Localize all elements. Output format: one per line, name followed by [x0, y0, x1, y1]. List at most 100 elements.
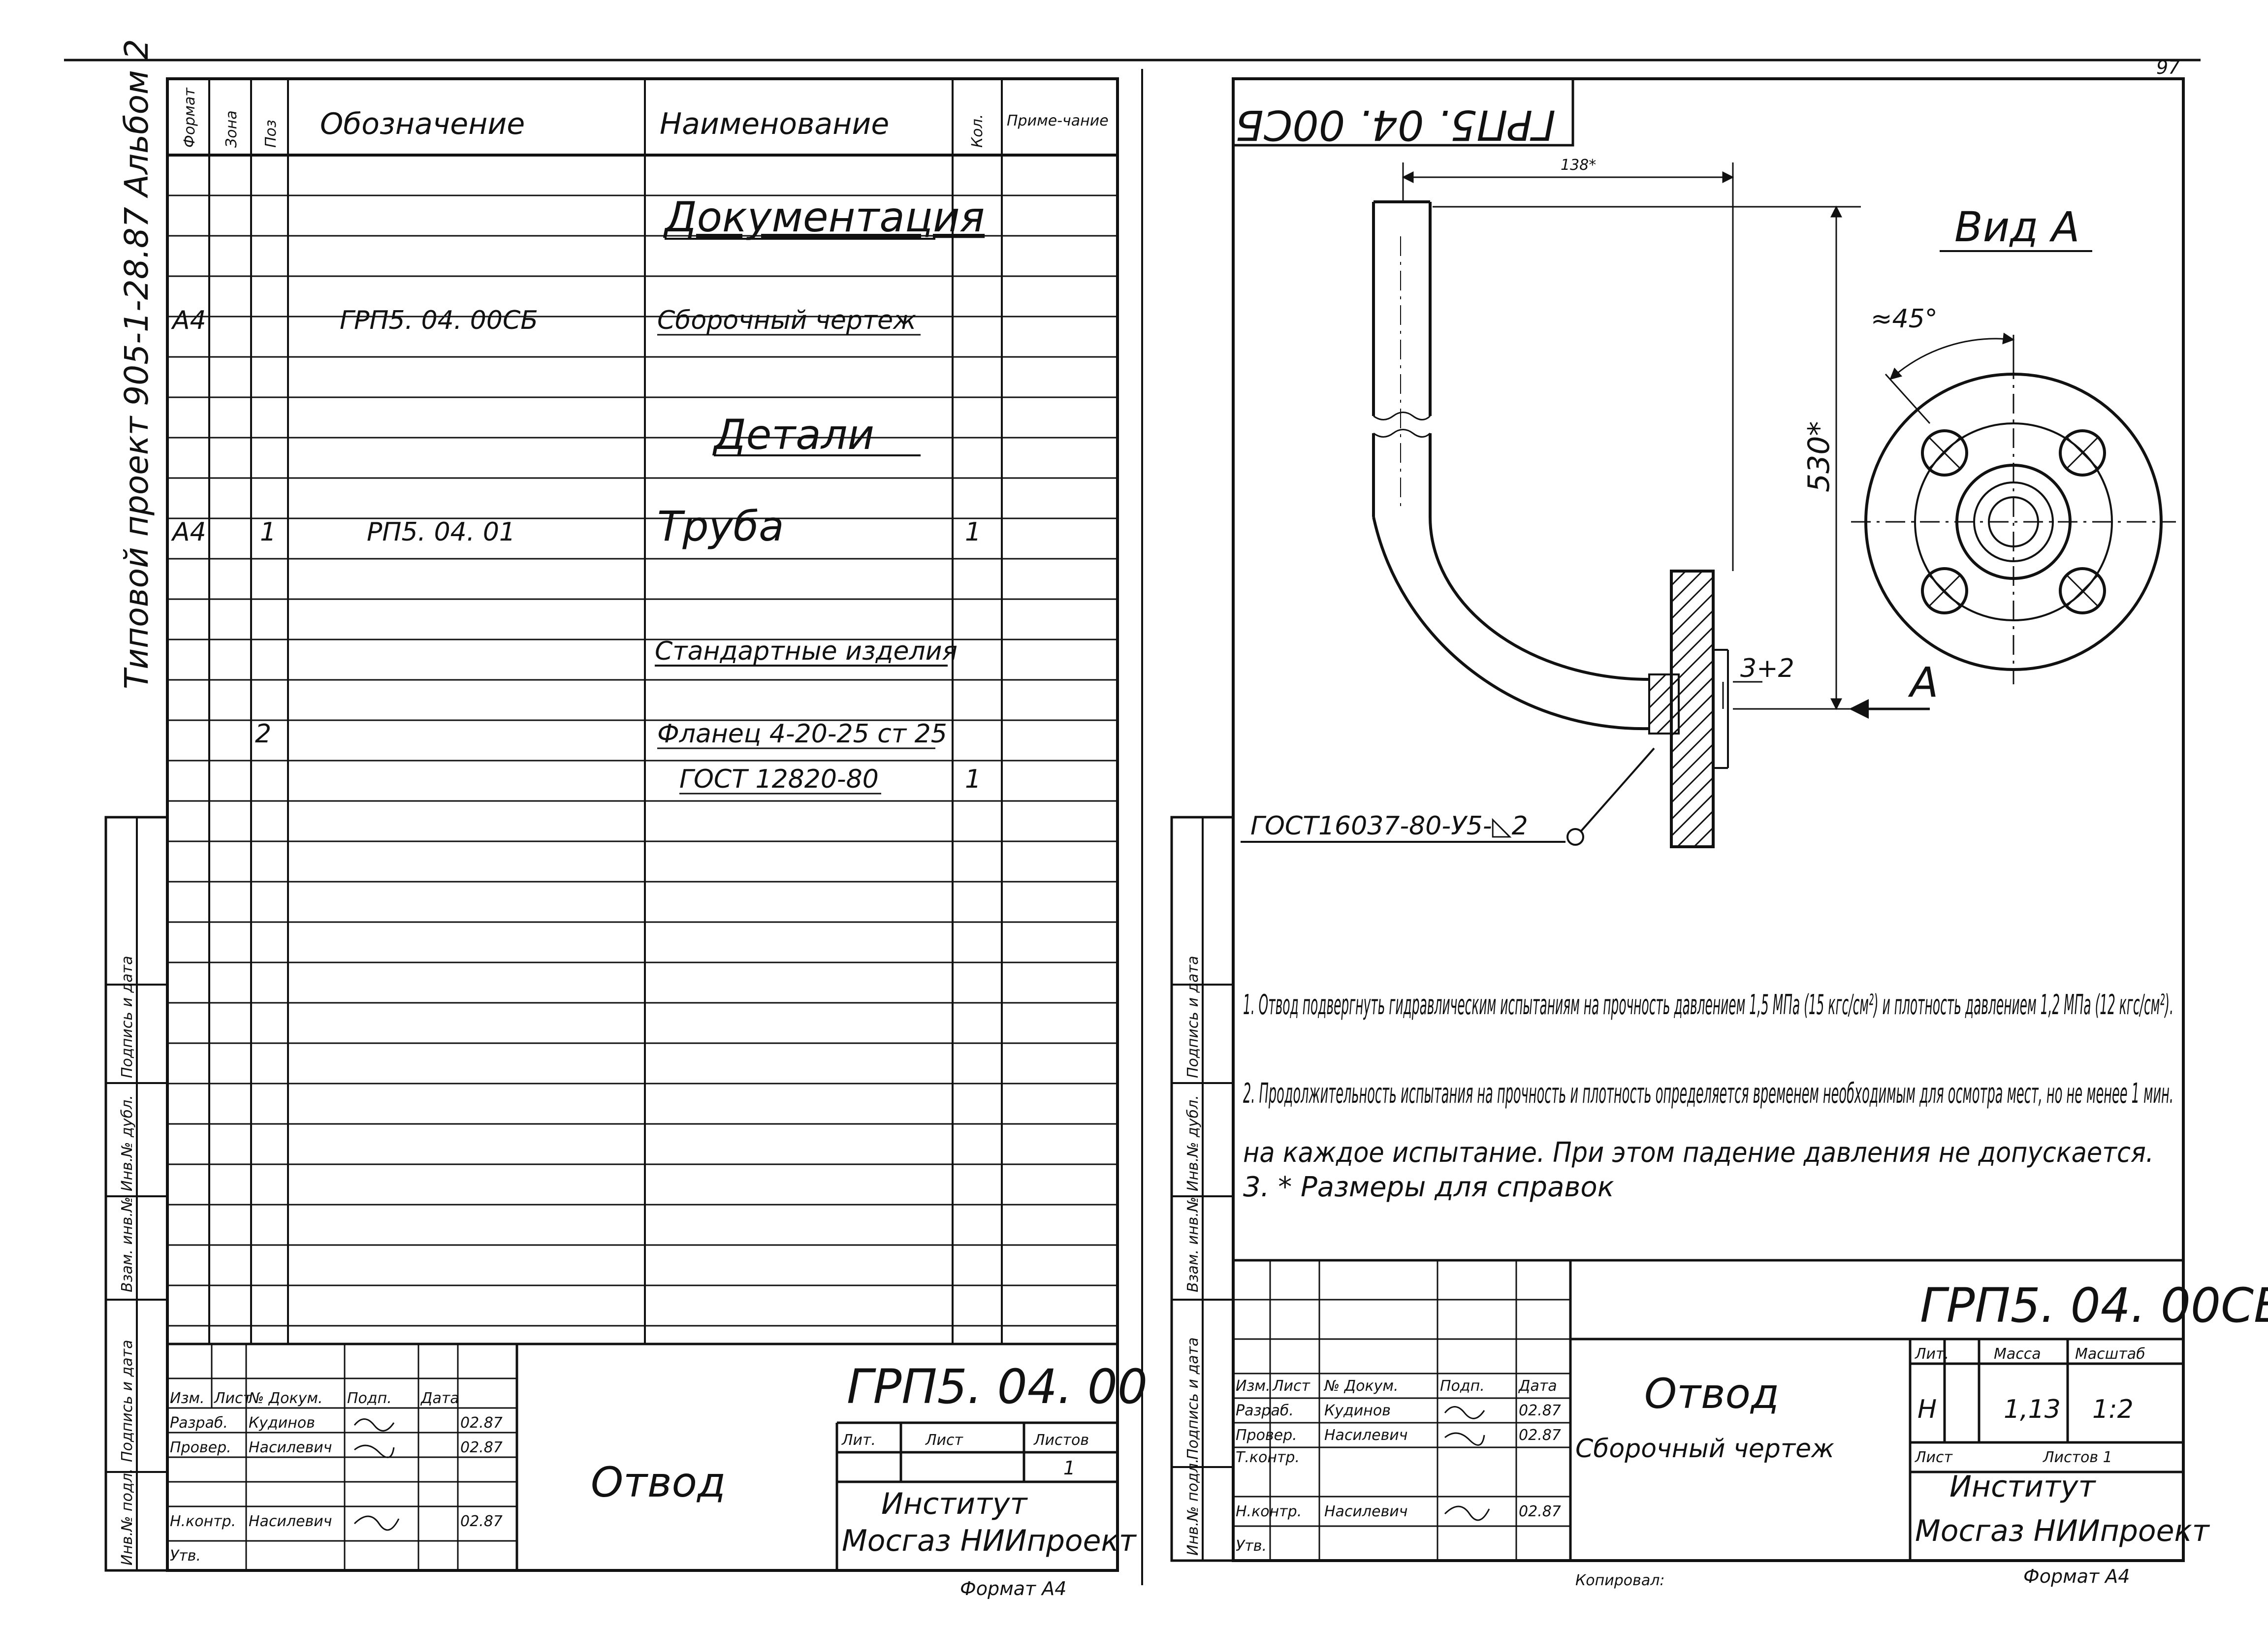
- left-tb-signature: [353, 1418, 400, 1531]
- right-tb-subtitle: Сборочный чертеж: [1575, 1434, 1834, 1464]
- row5-name: Фланец 4-20-25 ст 25: [657, 719, 947, 749]
- right-stamp-inv-dubl: Инв.№ дубл.: [1184, 1095, 1202, 1191]
- right-tb-col-date: Дата: [1518, 1377, 1557, 1395]
- row3-qty: 1: [965, 517, 981, 547]
- right-tb-code: ГРП5. 04. 00СБ: [1920, 1278, 2268, 1333]
- hdr-zone: Зона: [223, 110, 240, 148]
- weld-marker: [1566, 828, 1584, 846]
- right-tb-mass-value: 1,13: [2004, 1395, 2061, 1424]
- left-tb-org-2: Мосгаз НИИпроект: [842, 1524, 1137, 1558]
- right-sheet: Инв.№ подл. Подпись и дата Взам. инв.№ И…: [1170, 77, 2268, 1589]
- pipe-elbow: [1372, 200, 1650, 731]
- left-tb-name-1: Насилевич: [249, 1439, 332, 1456]
- hdr-format: Формат: [181, 87, 198, 148]
- row3-designation: РП5. 04. 01: [367, 517, 515, 547]
- left-tb-org-1: Институт: [881, 1487, 1028, 1521]
- right-frame: [1232, 77, 2185, 1562]
- row1-format: А4: [171, 306, 206, 335]
- left-tb-col-date: Дата: [420, 1390, 459, 1407]
- left-tb-col-izm: Изм.: [170, 1390, 205, 1407]
- left-tb-title: Отвод: [591, 1458, 726, 1506]
- left-stamp-inv-dubl: Инв.№ дубл.: [119, 1095, 136, 1191]
- hdr-pos: Поз: [262, 120, 280, 148]
- left-tb-col-list: Лист: [214, 1390, 253, 1407]
- right-tb-copied: Копировал:: [1575, 1572, 1665, 1589]
- right-tb-role-4: Утв.: [1236, 1537, 1267, 1555]
- right-tb-title: Отвод: [1644, 1370, 1779, 1418]
- note-3: 3. * Размеры для справок: [1243, 1171, 1614, 1203]
- right-tb-lit: Лит.: [1915, 1345, 1949, 1363]
- hdr-designation: Обозначение: [320, 107, 525, 141]
- hdr-qty: Кол.: [969, 114, 986, 148]
- right-tb-role-3: Н.контр.: [1236, 1503, 1302, 1520]
- right-tb-org-2: Мосгаз НИИпроект: [1915, 1514, 2210, 1548]
- right-tb-role-0: Разраб.: [1236, 1402, 1294, 1419]
- right-tb-col-doc: № Докум.: [1323, 1377, 1399, 1395]
- left-title-block: [167, 1342, 1118, 1570]
- row3-format: А4: [171, 517, 206, 547]
- left-tb-role-0: Разраб.: [170, 1414, 228, 1432]
- left-stamp-sign-date-2: Подпись и дата: [119, 956, 136, 1079]
- left-tb-sheets: Листов: [1033, 1432, 1089, 1449]
- left-tb-sheet-value: 1: [1063, 1457, 1075, 1479]
- flange-view: [1851, 332, 2176, 684]
- row1-designation: ГРП5. 04. 00СБ: [340, 306, 538, 335]
- left-stamp-vzam: Взам. инв.№: [119, 1197, 136, 1292]
- left-stamp-inv-podl: Инв.№ подл.: [119, 1469, 136, 1566]
- spec-table: [166, 77, 1119, 1572]
- row3-name: Труба: [657, 502, 784, 550]
- right-tb-role-1: Провер.: [1236, 1427, 1297, 1444]
- page-number: 97: [2156, 57, 2180, 78]
- left-tb-format: Формат А4: [960, 1578, 1066, 1599]
- row-section-details: Детали: [712, 411, 874, 459]
- left-tb-col-sign: Подп.: [347, 1390, 392, 1407]
- left-tb-lit: Лит.: [841, 1432, 876, 1449]
- spec-column-lines: [167, 79, 1118, 1344]
- left-tb-date-2: 02.87: [460, 1513, 503, 1530]
- left-tb-role-3: Утв.: [170, 1547, 201, 1565]
- dim-gap: 3+2: [1740, 654, 1794, 683]
- left-tb-role-2: Н.контр.: [170, 1513, 236, 1530]
- row6-name: ГОСТ 12820-80: [679, 765, 879, 794]
- right-stamp-sign-date-1: Подпись и дата: [1184, 1338, 1202, 1460]
- right-tb-sheets: Листов 1: [2043, 1449, 2112, 1466]
- view-label: Вид А: [1954, 203, 2079, 251]
- hdr-note: Приме-чание: [1007, 112, 1109, 129]
- weld-leader: [1579, 747, 1655, 833]
- left-tb-name-0: Кудинов: [249, 1414, 315, 1432]
- note-2: 2. Продолжительность испытания на прочно…: [1243, 1078, 2173, 1110]
- right-tb-lit-value: Н: [1917, 1395, 1937, 1424]
- flange-spigot: [1648, 673, 1680, 735]
- left-tb-code: ГРП5. 04. 00: [847, 1359, 1148, 1414]
- right-tb-org-1: Институт: [1949, 1470, 2097, 1504]
- right-tb-format: Формат А4: [2023, 1566, 2130, 1587]
- section-arrow-label: А: [1908, 658, 1938, 706]
- note-2-cont: на каждое испытание. При этом падение да…: [1243, 1137, 2154, 1169]
- left-tb-date-1: 02.87: [460, 1439, 503, 1456]
- right-tb-name-0: Кудинов: [1324, 1402, 1391, 1419]
- right-tb-date-0: 02.87: [1519, 1402, 1561, 1419]
- dimension-lines: [1402, 162, 1861, 710]
- left-tb-sheet: Лист: [925, 1432, 964, 1449]
- left-stamp-sign-date-1: Подпись и дата: [119, 1340, 136, 1463]
- spec-row-lines: [167, 194, 1118, 1327]
- right-stamp-sign-date-2: Подпись и дата: [1184, 956, 1202, 1079]
- row6-qty: 1: [965, 765, 981, 794]
- top-stamp-box: [1232, 77, 1574, 147]
- left-tb-name-2: Насилевич: [249, 1513, 332, 1530]
- hdr-name: Наименование: [660, 107, 889, 141]
- right-title-block: [1233, 1260, 2183, 1561]
- right-tb-signature: [1444, 1406, 1490, 1521]
- row-section-standard: Стандартные изделия: [655, 637, 958, 666]
- row5-pos: 2: [255, 719, 271, 749]
- weld-label: ГОСТ16037-80-У5-◺2: [1250, 811, 1528, 841]
- left-tb-date-0: 02.87: [460, 1414, 503, 1432]
- right-tb-col-izm: Изм.: [1236, 1377, 1271, 1395]
- right-tb-scale-value: 1:2: [2092, 1395, 2134, 1424]
- right-tb-role-2: Т.контр.: [1236, 1449, 1300, 1466]
- row1-name: Сборочный чертеж: [657, 306, 916, 335]
- right-tb-mass: Масса: [1994, 1345, 2041, 1363]
- row-section-documentation: Документация: [663, 193, 985, 241]
- right-tb-sheet: Лист: [1915, 1449, 1953, 1466]
- left-side-title: Типовой проект 905-1-28.87 Альбом 2: [118, 39, 156, 689]
